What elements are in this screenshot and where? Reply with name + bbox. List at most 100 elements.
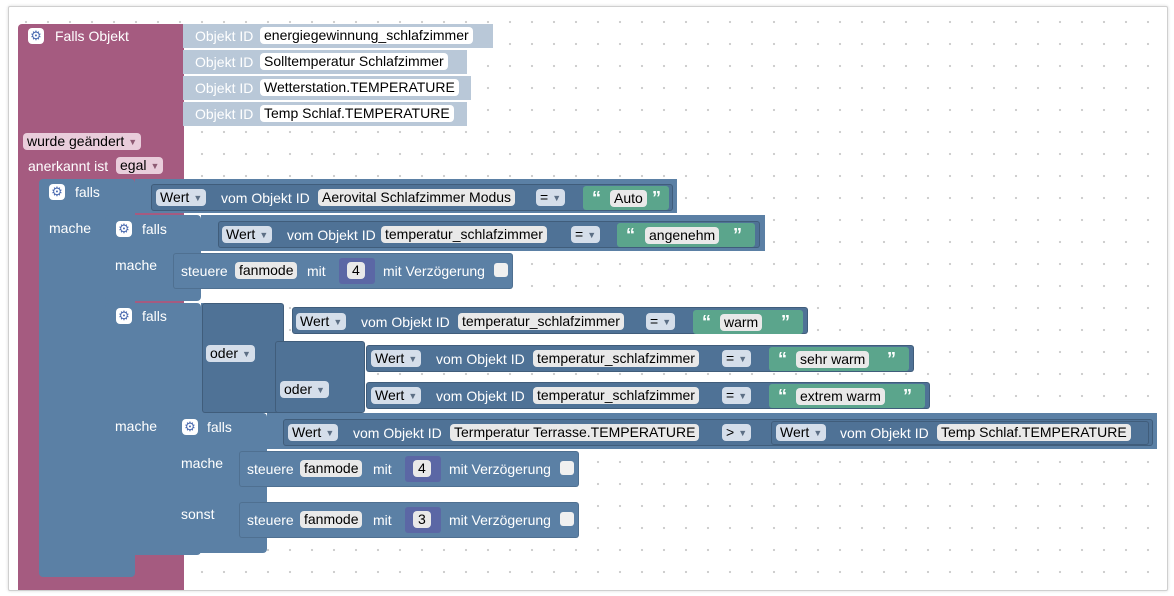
value-dropdown[interactable]: Wert▼ <box>288 424 339 441</box>
if-label: falls <box>142 308 167 324</box>
object-field-if1[interactable]: Aerovital Schlafzimmer Modus <box>318 189 516 206</box>
change-mode-value: wurde geändert <box>27 133 125 149</box>
operator-dropdown[interactable]: =▼ <box>722 387 752 404</box>
ack-dropdown[interactable]: egal▼ <box>116 157 164 174</box>
number-field[interactable]: 4 <box>347 262 365 279</box>
or-block-inner[interactable] <box>275 341 365 413</box>
object-field-if2[interactable]: temperatur_schlafzimmer <box>381 226 547 243</box>
control-target-field[interactable]: fanmode <box>300 460 363 477</box>
from-object-label: vom Objekt ID <box>353 425 442 441</box>
dropdown-arrow-icon: ▼ <box>333 317 343 327</box>
object-field-if3c[interactable]: temperatur_schlafzimmer <box>533 387 699 404</box>
gear-icon[interactable]: ⚙ <box>182 419 198 435</box>
gear-icon[interactable]: ⚙ <box>116 221 132 237</box>
quote-open-icon: “ <box>778 349 787 369</box>
object-field-if4-left[interactable]: Termperatur Terrasse.TEMPERATURE <box>450 424 700 441</box>
object-id-field-4[interactable]: Temp Schlaf.TEMPERATURE <box>260 105 454 122</box>
number-field[interactable]: 3 <box>413 511 431 528</box>
delay-checkbox[interactable] <box>560 512 574 526</box>
blockly-workspace[interactable]: ⚙ Falls Objekt Objekt ID energiegewinnun… <box>8 6 1168 591</box>
trigger-header-label: Falls Objekt <box>55 28 129 44</box>
with-label: mit <box>307 263 326 279</box>
quote-close-icon: ” <box>903 386 912 406</box>
operator-dropdown[interactable]: =▼ <box>571 226 601 243</box>
with-label: mit <box>373 512 392 528</box>
operator-dropdown[interactable]: >▼ <box>722 424 752 441</box>
change-mode-dropdown[interactable]: wurde geändert▼ <box>23 133 142 150</box>
else-label: sonst <box>181 506 215 522</box>
or-dropdown[interactable]: oder▼ <box>280 381 329 398</box>
gear-icon[interactable]: ⚙ <box>28 28 44 44</box>
then-label: mache <box>115 257 158 273</box>
object-id-label: Objekt ID <box>195 28 254 44</box>
from-object-label: vom Objekt ID <box>361 314 450 330</box>
operator-value: = <box>540 189 549 205</box>
quote-open-icon: “ <box>626 225 635 245</box>
dropdown-arrow-icon: ▼ <box>150 161 160 171</box>
string-field-if3a[interactable]: warm <box>720 314 763 331</box>
delay-checkbox[interactable] <box>560 461 574 475</box>
object-id-label: Objekt ID <box>195 80 254 96</box>
quote-open-icon: “ <box>702 312 711 332</box>
value-dropdown[interactable]: Wert▼ <box>776 424 827 441</box>
dropdown-arrow-icon: ▼ <box>552 193 562 203</box>
or-dropdown[interactable]: oder▼ <box>206 345 255 362</box>
dropdown-arrow-icon: ▼ <box>813 428 823 438</box>
control-label: steuere <box>247 512 294 528</box>
control-target-field[interactable]: fanmode <box>235 262 298 279</box>
string-field-if3c[interactable]: extrem warm <box>796 388 885 405</box>
delay-label: mit Verzögerung <box>383 263 485 279</box>
operator-value: = <box>726 387 735 403</box>
value-dropdown-label: Wert <box>300 313 330 329</box>
operator-value: = <box>650 313 659 329</box>
dropdown-arrow-icon: ▼ <box>242 349 251 359</box>
object-id-field-2[interactable]: Solltemperatur Schlafzimmer <box>260 53 448 70</box>
value-dropdown[interactable]: Wert▼ <box>156 189 207 206</box>
object-field-if4-right[interactable]: Temp Schlaf.TEMPERATURE <box>937 424 1131 441</box>
object-field-if3a[interactable]: temperatur_schlafzimmer <box>458 313 624 330</box>
dropdown-arrow-icon: ▼ <box>193 193 203 203</box>
or-value: oder <box>210 345 239 361</box>
operator-value: = <box>575 226 584 242</box>
value-dropdown-label: Wert <box>292 424 322 440</box>
object-id-field-3[interactable]: Wetterstation.TEMPERATURE <box>260 79 459 96</box>
string-field-if2[interactable]: angenehm <box>645 227 720 244</box>
from-object-label: vom Objekt ID <box>221 190 310 206</box>
value-dropdown[interactable]: Wert▼ <box>371 387 422 404</box>
operator-dropdown[interactable]: =▼ <box>722 350 752 367</box>
value-dropdown[interactable]: Wert▼ <box>371 350 422 367</box>
dropdown-arrow-icon: ▼ <box>738 391 748 401</box>
dropdown-arrow-icon: ▼ <box>128 137 138 147</box>
dropdown-arrow-icon: ▼ <box>316 385 325 395</box>
control-target-field[interactable]: fanmode <box>300 511 363 528</box>
operator-value: > <box>726 424 735 440</box>
if-label: falls <box>75 184 100 200</box>
control-label: steuere <box>181 263 228 279</box>
control-label: steuere <box>247 461 294 477</box>
number-field[interactable]: 4 <box>413 460 431 477</box>
then-label: mache <box>49 220 92 236</box>
object-field-if3b[interactable]: temperatur_schlafzimmer <box>533 350 699 367</box>
string-field-if3b[interactable]: sehr warm <box>796 351 870 368</box>
delay-label: mit Verzögerung <box>449 512 551 528</box>
dropdown-arrow-icon: ▼ <box>408 354 418 364</box>
value-dropdown-label: Wert <box>780 424 810 440</box>
operator-dropdown[interactable]: =▼ <box>536 189 566 206</box>
quote-open-icon: “ <box>778 386 787 406</box>
delay-checkbox[interactable] <box>494 263 508 277</box>
object-id-field-1[interactable]: energiegewinnung_schlafzimmer <box>260 27 473 44</box>
from-object-label: vom Objekt ID <box>436 351 525 367</box>
string-field-if1[interactable]: Auto <box>610 190 647 207</box>
then-label: mache <box>181 455 224 471</box>
with-label: mit <box>373 461 392 477</box>
operator-dropdown[interactable]: =▼ <box>646 313 676 330</box>
gear-icon[interactable]: ⚙ <box>49 184 65 200</box>
dropdown-arrow-icon: ▼ <box>738 428 748 438</box>
value-dropdown[interactable]: Wert▼ <box>222 226 273 243</box>
quote-close-icon: ” <box>781 312 790 332</box>
quote-close-icon: ” <box>733 225 742 245</box>
or-value: oder <box>284 381 313 397</box>
dropdown-arrow-icon: ▼ <box>325 428 335 438</box>
value-dropdown[interactable]: Wert▼ <box>296 313 347 330</box>
gear-icon[interactable]: ⚙ <box>116 308 132 324</box>
